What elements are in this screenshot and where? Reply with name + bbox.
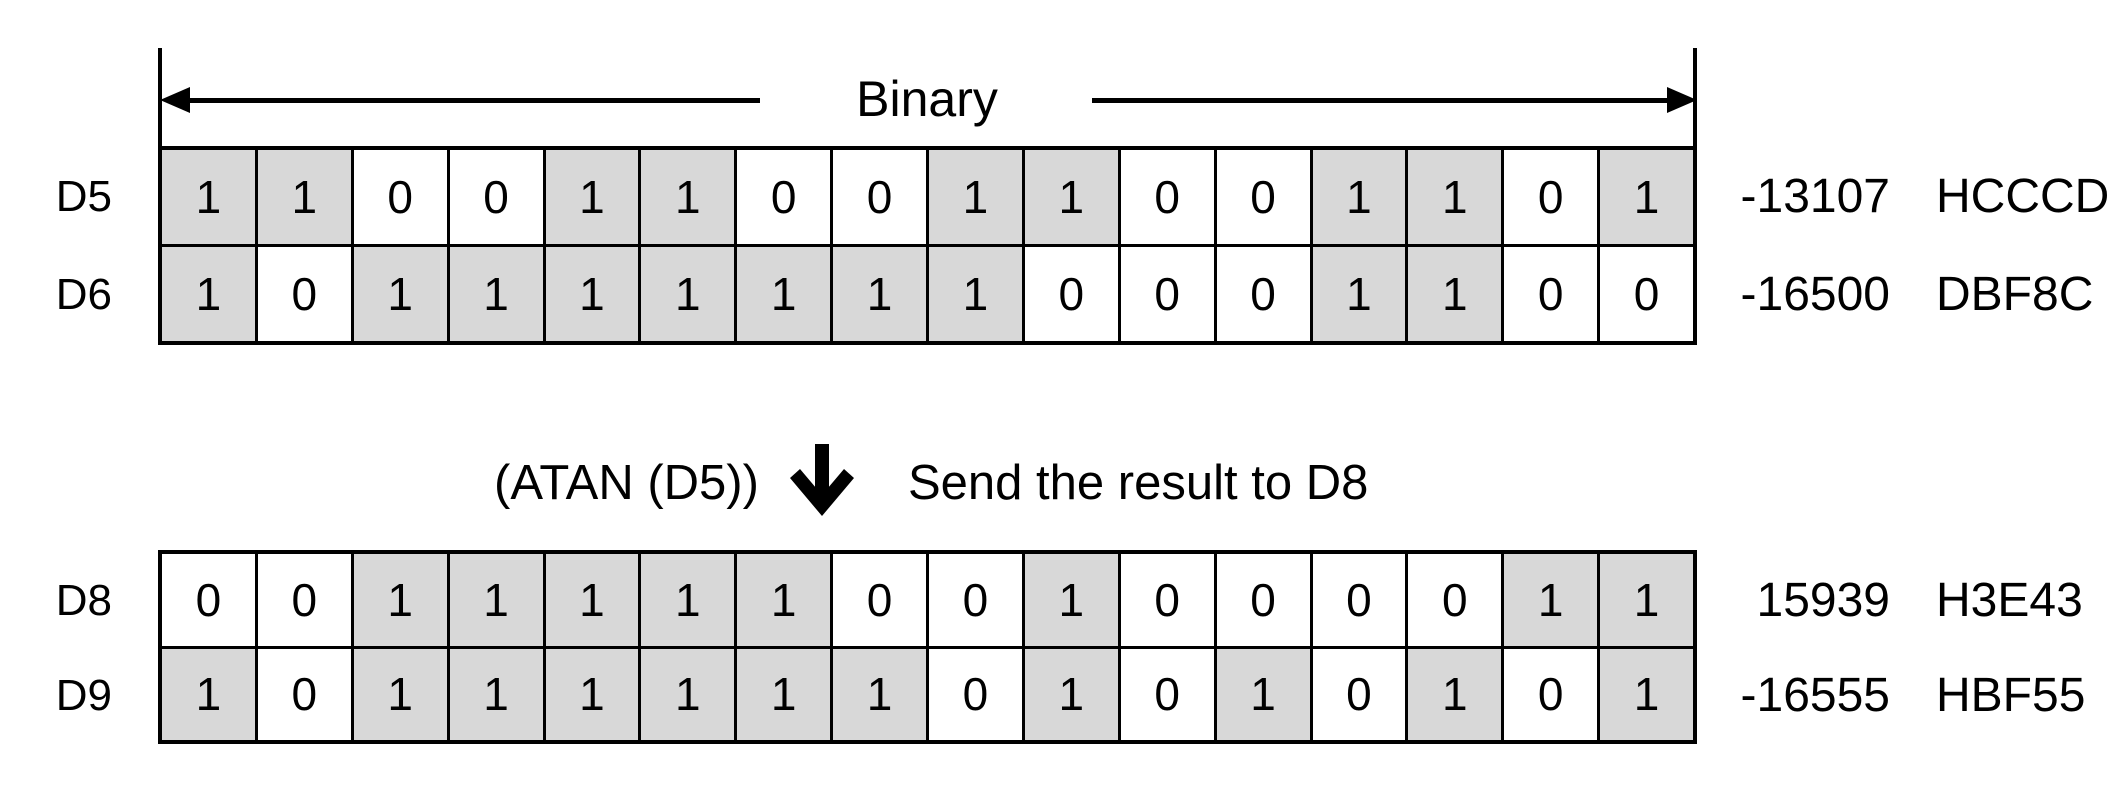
left-arrow-shaft — [186, 98, 760, 103]
bit-cell: 0 — [833, 554, 926, 646]
bit-cell: 0 — [353, 150, 447, 244]
bit-cell: 1 — [1024, 554, 1118, 646]
right-arrow-shaft — [1092, 98, 1669, 103]
bit-cell: 1 — [353, 247, 447, 341]
bit-cell: 1 — [449, 648, 543, 740]
bit-cell: 1 — [545, 648, 639, 740]
bit-cell: 1 — [641, 648, 735, 740]
hex-value-d5: HCCCD — [1936, 170, 2110, 223]
register-label-d8: D8 — [55, 576, 112, 625]
bit-cell: 1 — [1600, 150, 1693, 244]
bit-cell: 1 — [353, 648, 447, 740]
bit-cell: 1 — [1216, 648, 1310, 740]
register-label-d6: D6 — [55, 270, 112, 319]
bit-cell: 0 — [1216, 247, 1310, 341]
bit-cell: 0 — [929, 554, 1022, 646]
left-arrowhead-icon — [160, 87, 190, 113]
bit-cell: 0 — [1120, 150, 1214, 244]
bit-cell: 1 — [1312, 247, 1406, 341]
hex-value-d8: H3E43 — [1936, 574, 2083, 627]
bit-cell: 0 — [257, 554, 351, 646]
decimal-value-d5: -13107 — [1740, 170, 1890, 223]
register-label-d5: D5 — [55, 172, 112, 221]
bit-cell: 0 — [257, 648, 351, 740]
bit-cell: 1 — [1312, 150, 1406, 244]
bit-cell: 0 — [1120, 648, 1214, 740]
bit-cell: 0 — [929, 648, 1022, 740]
hex-value-d9: HBF55 — [1936, 669, 2086, 722]
decimal-value-d9: -16555 — [1740, 669, 1890, 722]
decimal-value-d6: -16500 — [1740, 268, 1890, 321]
hex-value-d6: DBF8C — [1936, 268, 2094, 321]
bit-cell: 1 — [641, 150, 735, 244]
bit-cell: 1 — [1600, 648, 1693, 740]
bit-cell: 1 — [833, 648, 926, 740]
bit-cell: 0 — [1312, 648, 1406, 740]
bit-cell: 1 — [1408, 247, 1502, 341]
bit-cell: 1 — [641, 554, 735, 646]
bit-cell: 0 — [737, 150, 831, 244]
bit-cell: 0 — [1600, 247, 1693, 341]
bit-cell: 1 — [353, 554, 447, 646]
bit-cell: 1 — [162, 247, 255, 341]
bit-cell: 1 — [737, 247, 831, 341]
bit-cell: 0 — [1504, 648, 1598, 740]
bit-cell: 1 — [545, 554, 639, 646]
bit-cell: 1 — [833, 247, 926, 341]
bit-cell: 0 — [1504, 247, 1598, 341]
right-arrowhead-icon — [1667, 87, 1697, 113]
bit-cell: 1 — [1024, 648, 1118, 740]
bit-cell: 1 — [449, 554, 543, 646]
bit-cell: 1 — [162, 150, 255, 244]
bit-cell: 0 — [449, 150, 543, 244]
bit-cell: 1 — [1408, 150, 1502, 244]
bit-cell: 0 — [833, 150, 926, 244]
bit-cell: 1 — [1600, 554, 1693, 646]
bit-cell: 0 — [1216, 150, 1310, 244]
bit-cell: 1 — [737, 554, 831, 646]
bit-cell: 0 — [1504, 150, 1598, 244]
bit-cell: 0 — [257, 247, 351, 341]
bit-cell: 1 — [545, 150, 639, 244]
bit-cell: 1 — [1024, 150, 1118, 244]
decimal-value-d8: 15939 — [1756, 574, 1890, 627]
bit-cell: 0 — [1120, 247, 1214, 341]
register-label-d9: D9 — [55, 671, 112, 720]
bit-cell: 0 — [1216, 554, 1310, 646]
bold-down-arrow-icon — [790, 444, 854, 516]
bit-cell: 1 — [162, 648, 255, 740]
binary-label: Binary — [856, 71, 998, 127]
bit-cell: 1 — [737, 648, 831, 740]
bit-cell: 0 — [162, 554, 255, 646]
bit-cell: 1 — [641, 247, 735, 341]
bit-cell: 0 — [1408, 554, 1502, 646]
bit-cell: 1 — [449, 247, 543, 341]
bit-cell: 0 — [1024, 247, 1118, 341]
bit-cell: 1 — [1504, 554, 1598, 646]
operation-description: Send the result to D8 — [908, 456, 1369, 510]
operation-expression: (ATAN (D5)) — [494, 456, 759, 510]
bit-cell: 1 — [257, 150, 351, 244]
bit-cell: 1 — [545, 247, 639, 341]
bit-cell: 1 — [929, 150, 1022, 244]
bit-cell: 1 — [929, 247, 1022, 341]
bit-cell: 0 — [1120, 554, 1214, 646]
bit-cell: 0 — [1312, 554, 1406, 646]
bit-cell: 1 — [1408, 648, 1502, 740]
